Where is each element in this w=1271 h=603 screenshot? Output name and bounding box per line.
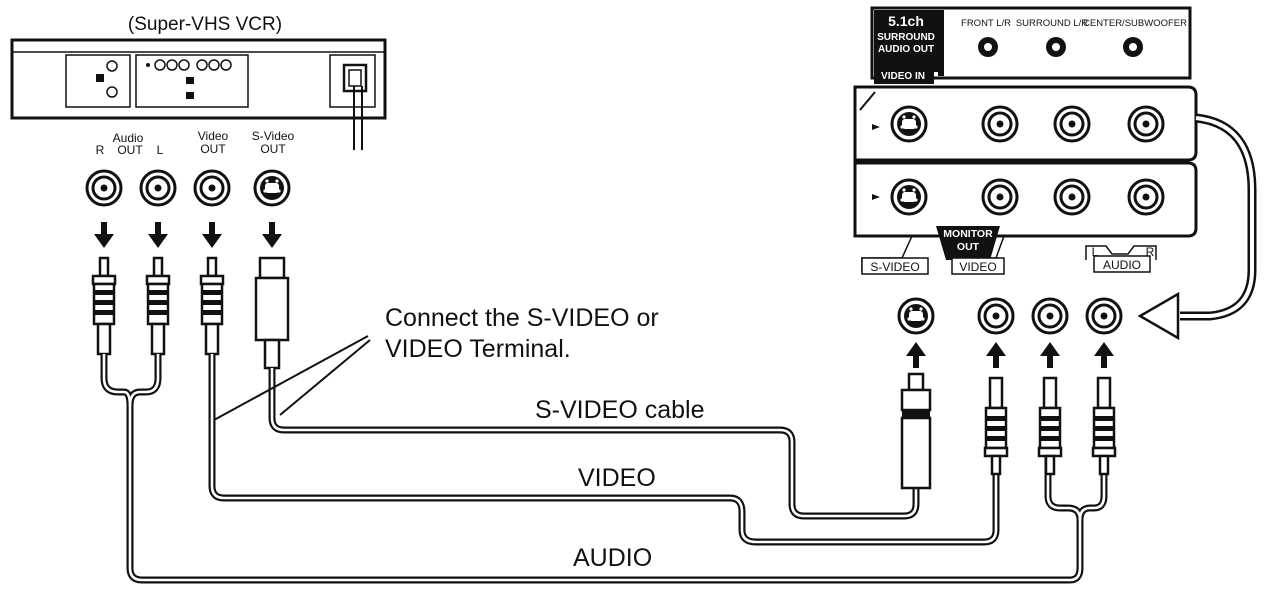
- vcr-video-label: Video: [198, 129, 229, 143]
- vcr-unit: [10, 38, 387, 120]
- video-in-audio-r-jack: [1127, 105, 1165, 143]
- vcr-audio-l-label: L: [157, 143, 164, 157]
- video-in-svideo-jack: [890, 105, 928, 143]
- panel-tag-brackets: [861, 235, 1157, 275]
- svideo-cable: [268, 368, 920, 520]
- monitor-out-audio-l-jack: [1053, 178, 1091, 216]
- vcr-title: (Super-VHS VCR): [128, 14, 282, 35]
- vcr-svideo-out-jack: [253, 169, 291, 207]
- video-in-label: VIDEO IN: [881, 71, 925, 82]
- arrow-down-icon: [94, 222, 114, 248]
- video-cable-label: VIDEO: [578, 464, 656, 492]
- video-tag: VIDEO: [959, 260, 996, 274]
- monitor-out-video-jack: [981, 178, 1019, 216]
- arrow-up-icon: [906, 342, 926, 368]
- audio-cable-label: AUDIO: [573, 544, 652, 572]
- monitor-out-audio-r-jack: [1127, 178, 1165, 216]
- instruction-pointer-lines: [213, 335, 371, 421]
- vcr-video-out-jack: [193, 169, 231, 207]
- audio-tag-r: R: [1146, 245, 1155, 259]
- arrow-up-icon: [986, 342, 1006, 368]
- vcr-svideo-label: S-Video: [252, 129, 295, 143]
- receiver-audio-l-jack: [1031, 297, 1069, 335]
- loop-arrow-icon: [1137, 113, 1257, 341]
- instruction-line-2: VIDEO Terminal.: [385, 335, 571, 363]
- vcr-video-out-label: OUT: [200, 142, 226, 156]
- arrow-up-icon: [1040, 342, 1060, 368]
- arrow-down-icon: [148, 222, 168, 248]
- vcr-audio-out-label: OUT: [117, 143, 143, 157]
- vcr-audio-l-jack: [139, 169, 177, 207]
- vcr-audio-r-jack: [85, 169, 123, 207]
- arrow-down-icon: [262, 222, 282, 248]
- receiver-video-plug: [983, 376, 1009, 476]
- surround-badge-line-3: AUDIO OUT: [878, 44, 934, 55]
- vcr-svideo-out-label: OUT: [260, 142, 286, 156]
- svideo-plug-vcr: [254, 256, 290, 370]
- surround-badge-line-2: SURROUND: [877, 32, 935, 43]
- arrow-down-icon: [202, 222, 222, 248]
- front-lr-label: FRONT L/R: [961, 18, 1011, 29]
- audio-l-plug: [145, 256, 171, 356]
- instruction-line-1: Connect the S-VIDEO or: [385, 304, 659, 332]
- surround-badge-line-1: 5.1ch: [888, 13, 924, 29]
- audio-r-plug: [91, 256, 117, 356]
- surround-out-jacks: [978, 37, 1143, 57]
- receiver-video-jack: [977, 297, 1015, 335]
- vcr-audio-label: Audio: [113, 131, 144, 145]
- receiver-audio-r-plug: [1091, 376, 1117, 476]
- monitor-out-svideo-jack: [890, 178, 928, 216]
- svideo-plug-receiver: [900, 372, 932, 490]
- monitor-out-label-1: MONITOR: [943, 228, 993, 240]
- receiver-audio-r-jack: [1085, 297, 1123, 335]
- vcr-audio-r-label: R: [96, 143, 105, 157]
- monitor-out-label-2: OUT: [957, 241, 980, 253]
- center-subwoofer-label: CENTER/SUBWOOFER: [1083, 18, 1187, 29]
- arrow-up-icon: [1094, 342, 1114, 368]
- video-in-video-jack: [981, 105, 1019, 143]
- svideo-cable-label: S-VIDEO cable: [535, 396, 705, 424]
- audio-tag: AUDIO: [1103, 258, 1141, 272]
- video-in-audio-l-jack: [1053, 105, 1091, 143]
- audio-tag-l: L: [1092, 245, 1099, 259]
- receiver-svideo-jack: [897, 297, 935, 335]
- receiver-audio-l-plug: [1037, 376, 1063, 476]
- video-plug: [199, 256, 225, 356]
- surround-lr-label: SURROUND L/R: [1016, 18, 1088, 29]
- svideo-tag: S-VIDEO: [870, 260, 919, 274]
- vcr-antenna-cable: [353, 86, 363, 150]
- receiver-panel: [853, 6, 1198, 260]
